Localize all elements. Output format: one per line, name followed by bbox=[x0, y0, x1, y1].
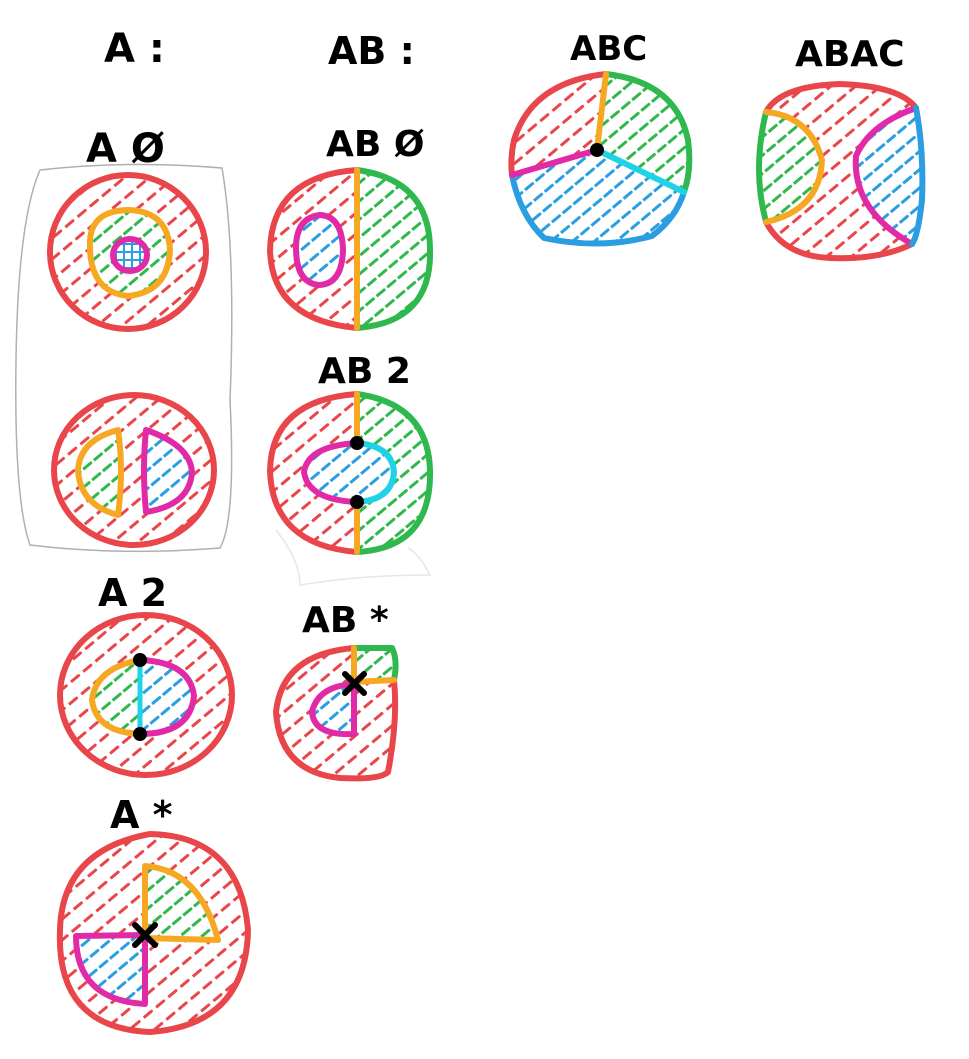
abstar-cross-mark bbox=[342, 671, 367, 696]
a0-group-frame bbox=[15, 163, 233, 553]
heading-abc: ABC bbox=[570, 29, 647, 69]
heading-ab: AB : bbox=[328, 29, 415, 73]
label-abstar: AB * bbox=[302, 600, 389, 641]
diagram-abac bbox=[756, 81, 926, 262]
diagram-abc bbox=[508, 71, 693, 247]
a2-vertex-top bbox=[133, 653, 147, 667]
ab2-vertex-top bbox=[350, 436, 364, 450]
abc-vertex bbox=[590, 143, 604, 157]
label-astar: A * bbox=[110, 793, 173, 837]
astar-cross-mark bbox=[132, 922, 158, 948]
diagram-a0-nested bbox=[47, 172, 209, 332]
heading-abac: ABAC bbox=[795, 34, 905, 75]
diagram-a2 bbox=[57, 612, 235, 778]
ab2-vertex-bottom bbox=[350, 495, 364, 509]
ab2-faint-trace bbox=[275, 529, 432, 586]
diagram-ab2 bbox=[267, 391, 434, 555]
a2-vertex-bottom bbox=[133, 727, 147, 741]
label-ab0: AB Ø bbox=[326, 124, 424, 165]
diagram-abstar bbox=[273, 645, 399, 782]
diagram-ab0 bbox=[267, 167, 434, 331]
label-a2: A 2 bbox=[98, 571, 167, 615]
label-ab2: AB 2 bbox=[318, 351, 411, 392]
diagram-a0-separate bbox=[51, 392, 217, 548]
heading-a: A : bbox=[104, 26, 165, 72]
diagram-astar bbox=[56, 831, 251, 1035]
